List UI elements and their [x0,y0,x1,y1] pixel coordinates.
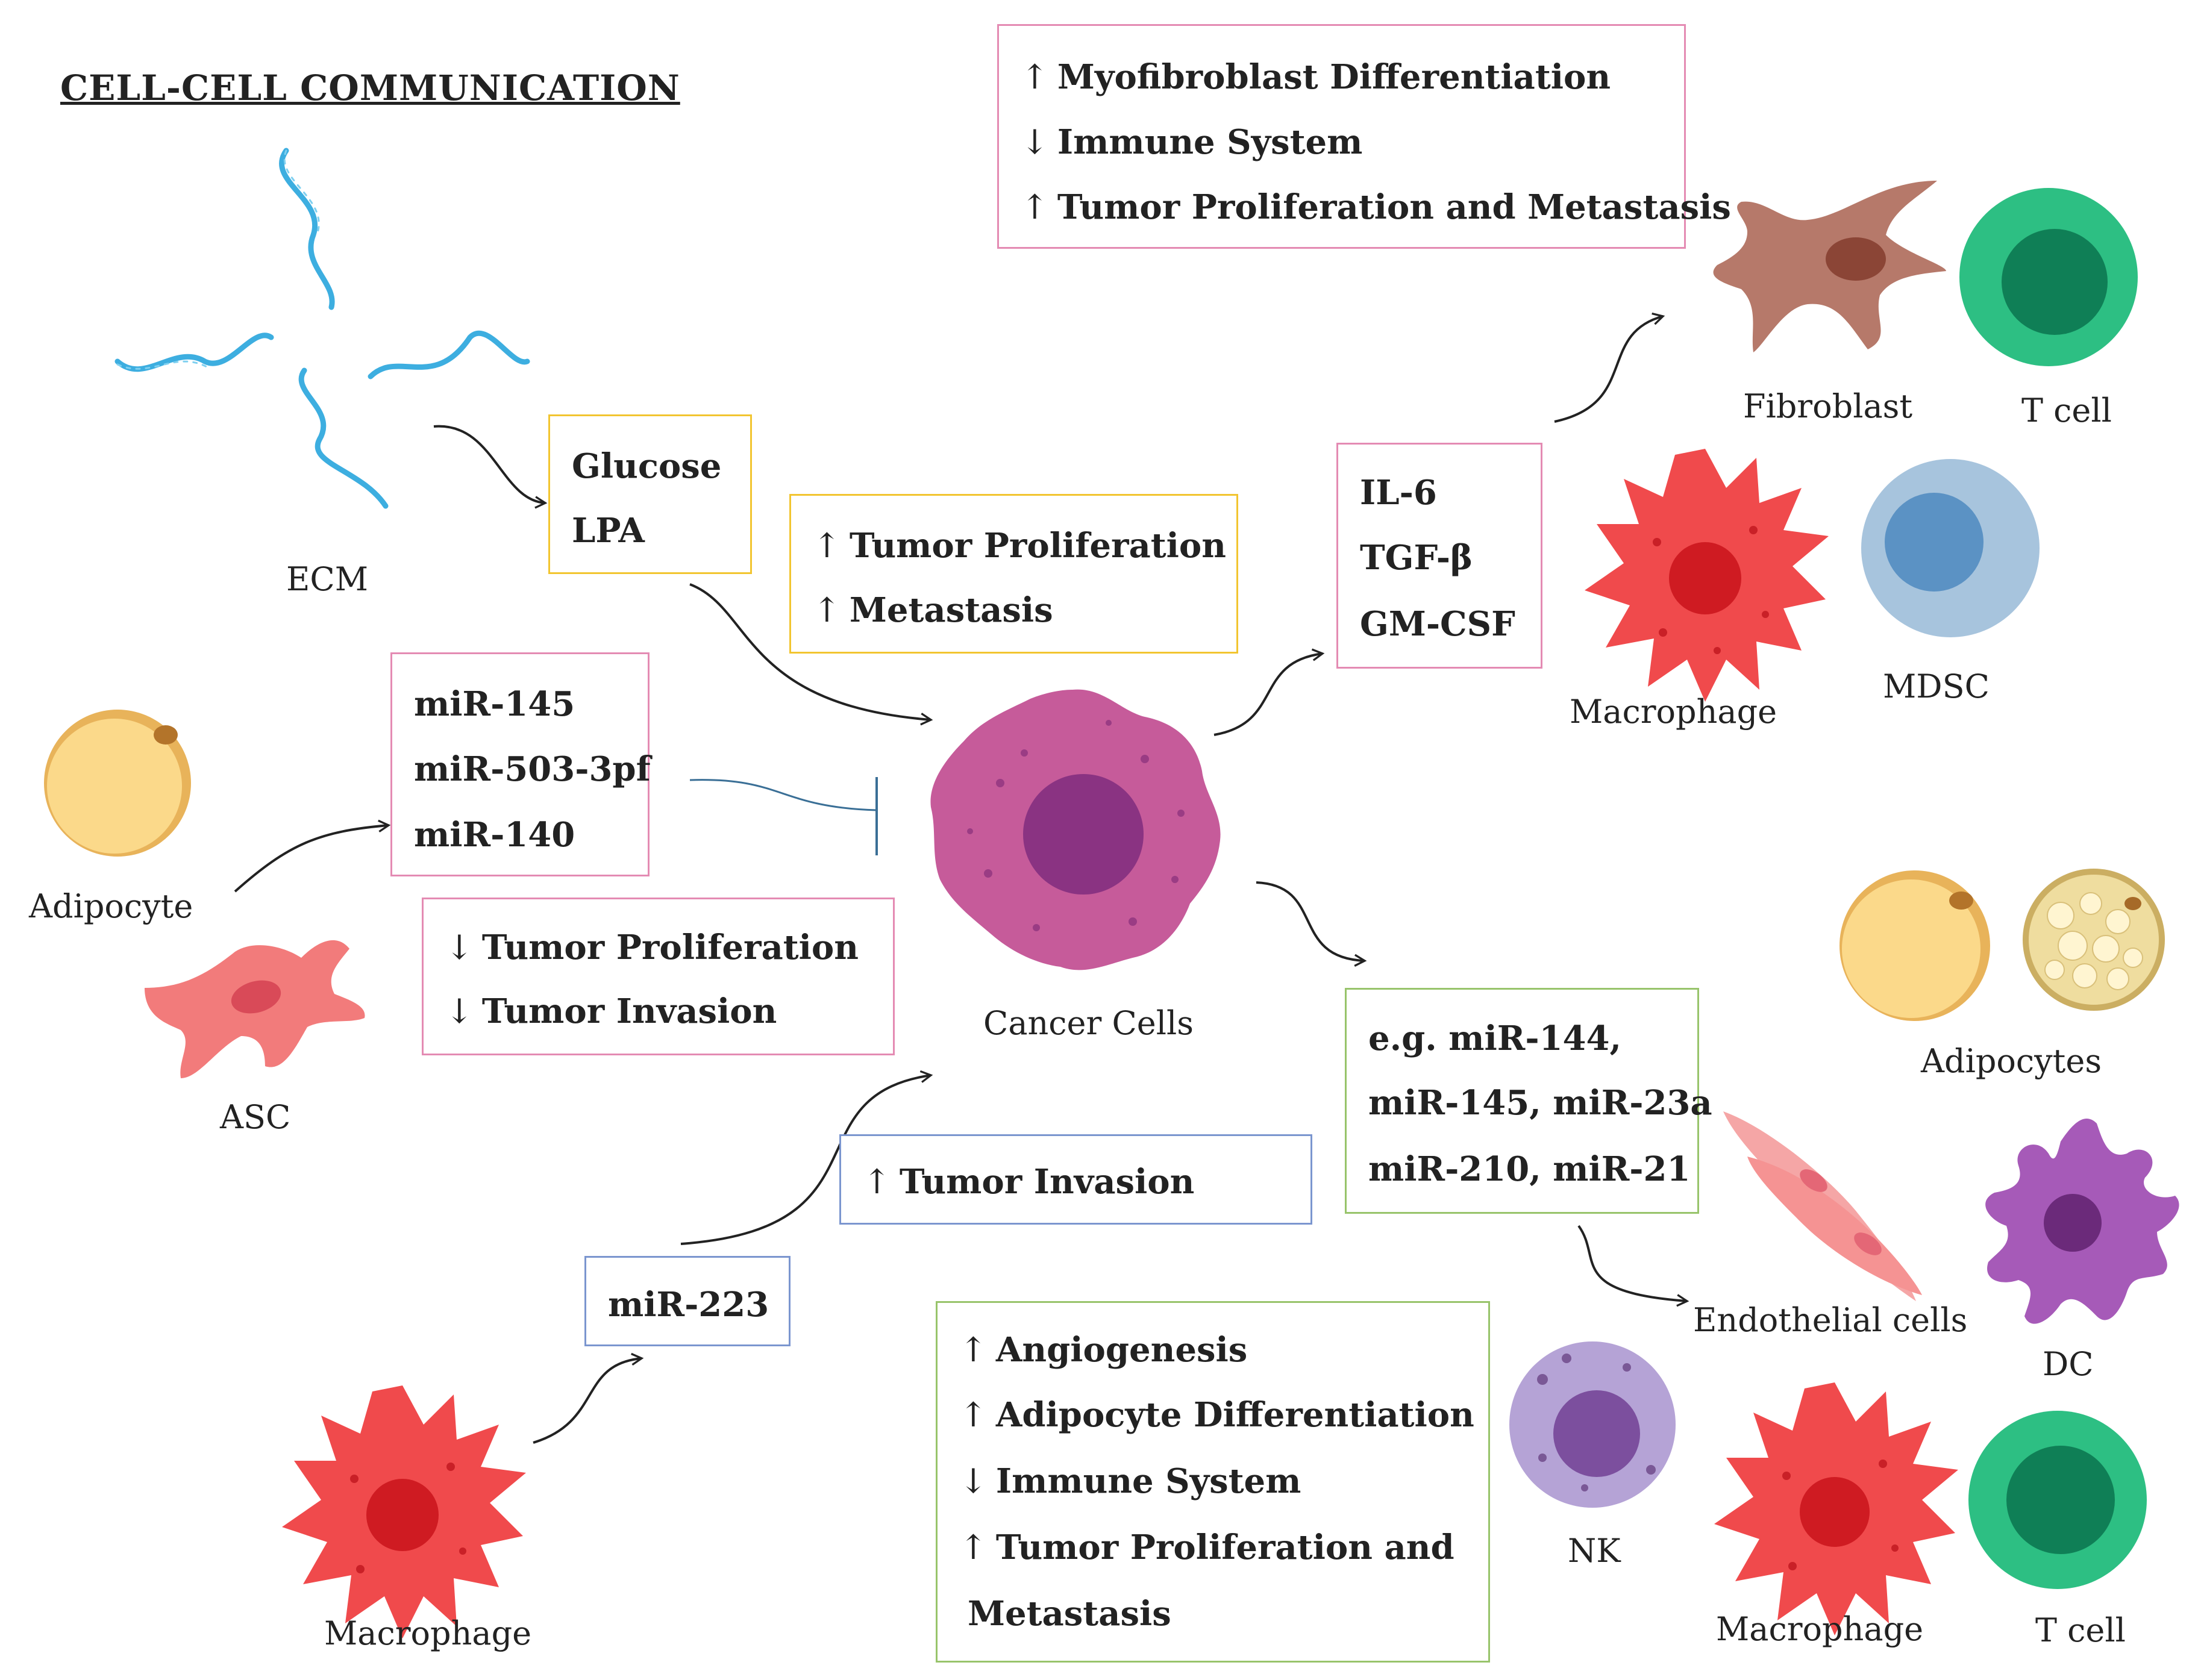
effect-line: ↑Angiogenesis [959,1330,1248,1370]
label-adipocyte: Adipocyte [29,887,193,925]
endothelial-cells-icon [1723,1111,1922,1301]
mirna-line: miR-145, miR-23a [1368,1083,1712,1123]
effect-line: ↑Metastasis [813,590,1053,630]
macrophage-mirna-box: miR-223 [584,1256,791,1346]
label-adipocytes: Adipocytes [1921,1042,2102,1080]
label-mdsc: MDSC [1883,667,1990,705]
bottom-effects-box: ↑Angiogenesis ↑Adipocyte Differentiation… [936,1301,1490,1663]
cytokine-gmcsf: GM-CSF [1360,604,1515,644]
effect-line: ↓Immune System [1021,122,1363,162]
fibroblast-icon [1713,181,1946,352]
adipocyte-icon [44,710,191,857]
label-fibroblast: Fibroblast [1743,387,1913,425]
arrow-cytokines-to-fibroblast [1554,312,1665,423]
macrophage-icon-bottom-right [1714,1382,1958,1635]
adipocyte-mirna-box: miR-145 miR-503-3pf miR-140 [390,652,651,876]
inhibition-line [689,777,878,855]
cytokines-box: IL-6 TGF-β GM-CSF [1336,443,1542,669]
label-t-cell-bottom: T cell [2035,1611,2126,1649]
effect-line: ↓Immune System [959,1461,1301,1501]
cytokine-il6: IL-6 [1360,473,1437,513]
diagram-title: CELL-CELL COMMUNICATION [60,67,680,108]
mirna-line: miR-210, miR-21 [1368,1149,1691,1189]
label-macrophage-bottom-left: Macrophage [324,1614,532,1652]
signal-glucose: Glucose [572,446,722,486]
mdsc-icon [1861,459,2040,637]
effect-line: ↑Tumor Proliferation and Metastasis [1021,187,1731,227]
asc-cell-icon [145,940,365,1078]
arrow-cancer-to-exosomes [1256,881,1367,967]
t-cell-icon-bottom [1968,1411,2147,1589]
top-effects-box: ↑Myofibroblast Differentiation ↓Immune S… [997,24,1731,249]
mirna-145: miR-145 [414,684,575,724]
label-cancer-cells: Cancer Cells [983,1004,1194,1042]
arrow-ecm-to-glucose [433,425,548,509]
signal-lpa: LPA [572,511,645,551]
mirna-503-3pf: miR-503-3pf [414,749,651,789]
label-macrophage-bottom-right: Macrophage [1716,1610,1924,1648]
exosome-mirna-box: e.g. miR-144, miR-145, miR-23a miR-210, … [1345,988,1712,1214]
adipocytes-icon [1839,869,2165,1021]
ecm-effects-box: ↑Tumor Proliferation ↑Metastasis [789,494,1238,654]
cytokine-tgfb: TGF-β [1360,538,1473,578]
effect-line: ↓Tumor Invasion [445,991,777,1031]
label-nk: NK [1568,1532,1621,1570]
arrow-glucose-to-cancer [689,583,933,726]
ecm-signals-box: Glucose LPA [548,414,752,574]
t-cell-icon-top [1959,188,2138,366]
dc-cell-icon [1985,1118,2179,1324]
arrow-mir223-to-cancer [680,1070,933,1245]
arrow-macrophage-to-mir223 [533,1352,644,1444]
arrow-cancer-to-cytokines [1213,648,1325,736]
effect-line: ↑Myofibroblast Differentiation [1021,57,1611,97]
label-t-cell-top: T cell [2021,392,2112,429]
cancer-cell-icon [930,689,1221,970]
label-macrophage-top: Macrophage [1570,693,1777,731]
macrophage-icon-bottom-left [282,1385,526,1638]
arrow-adipocyte-to-mirna [234,819,391,893]
effect-line: ↑Tumor Proliferation [813,526,1226,566]
label-endothelial-cells: Endothelial cells [1693,1301,1968,1339]
ecm-fibers-icon [114,148,530,509]
effect-line: Metastasis [968,1594,1171,1634]
macrophage-icon-top [1585,449,1829,702]
effect-line: ↑Tumor Invasion [863,1162,1195,1202]
nk-cell-icon [1509,1341,1676,1508]
effect-line: ↑Adipocyte Differentiation [959,1395,1474,1435]
mirna-line: e.g. miR-144, [1368,1019,1621,1058]
label-ecm: ECM [286,560,369,598]
mirna-223: miR-223 [608,1285,769,1325]
macrophage-effect-box: ↑Tumor Invasion [839,1134,1312,1225]
label-asc: ASC [220,1098,291,1136]
effect-line: ↑Tumor Proliferation and [959,1528,1454,1567]
label-dc: DC [2043,1345,2094,1383]
effect-line: ↓Tumor Proliferation [445,928,859,967]
mirna-140: miR-140 [414,815,575,855]
adipocyte-effects-box: ↓Tumor Proliferation ↓Tumor Invasion [422,898,895,1055]
arrow-exosomes-to-endothelial [1577,1225,1689,1307]
connector-arrows [234,312,1689,1444]
